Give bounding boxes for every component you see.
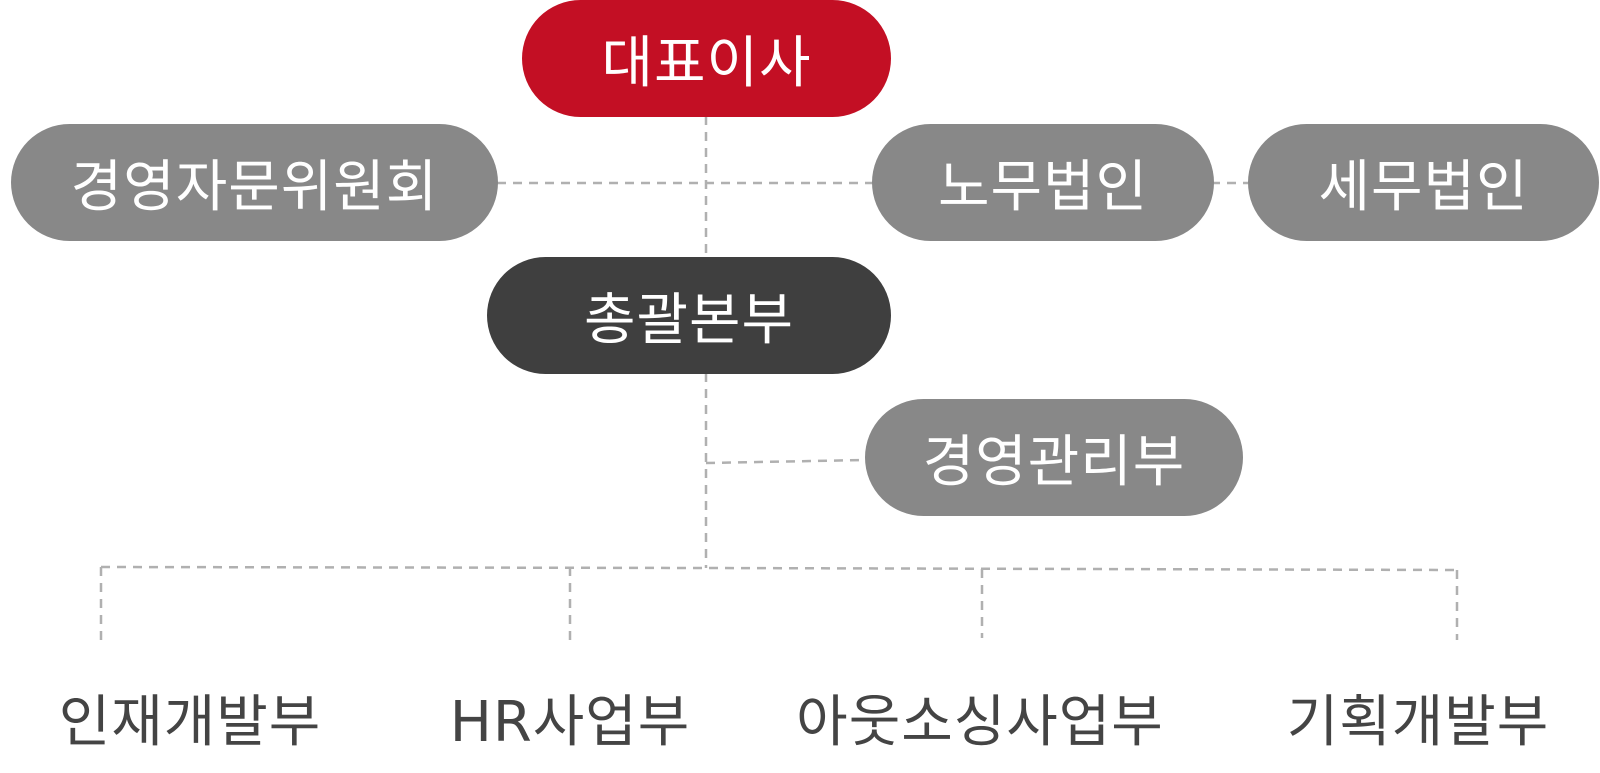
node-ceo: 대표이사 xyxy=(522,0,891,117)
dept-talent-development: 인재개발부 xyxy=(30,672,350,762)
node-tax-law-firm: 세무법인 xyxy=(1248,124,1599,241)
node-general-hq-label: 총괄본부 xyxy=(583,288,795,353)
node-general-hq: 총괄본부 xyxy=(487,257,891,374)
dept-hr-business-label: HR사업부 xyxy=(449,689,691,755)
dept-hr-business: HR사업부 xyxy=(410,672,730,762)
dept-outsourcing-business: 아웃소싱사업부 xyxy=(770,672,1190,762)
node-advisory-committee-label: 경영자문위원회 xyxy=(70,155,439,220)
connector-department-bus xyxy=(100,565,1458,572)
dept-talent-development-label: 인재개발부 xyxy=(58,689,322,755)
dept-outsourcing-business-label: 아웃소싱사업부 xyxy=(796,689,1164,755)
connector-hq-to-management xyxy=(705,458,867,465)
node-management-dept-label: 경영관리부 xyxy=(922,430,1186,495)
node-labor-law-firm: 노무법인 xyxy=(872,124,1214,241)
dept-planning-development: 기획개발부 xyxy=(1258,672,1578,762)
node-labor-law-firm-label: 노무법인 xyxy=(937,155,1149,220)
node-advisory-committee: 경영자문위원회 xyxy=(11,124,498,241)
node-ceo-label: 대표이사 xyxy=(601,31,812,96)
dept-planning-development-label: 기획개발부 xyxy=(1286,689,1550,755)
node-tax-law-firm-label: 세무법인 xyxy=(1318,155,1529,220)
node-management-dept: 경영관리부 xyxy=(865,399,1243,516)
